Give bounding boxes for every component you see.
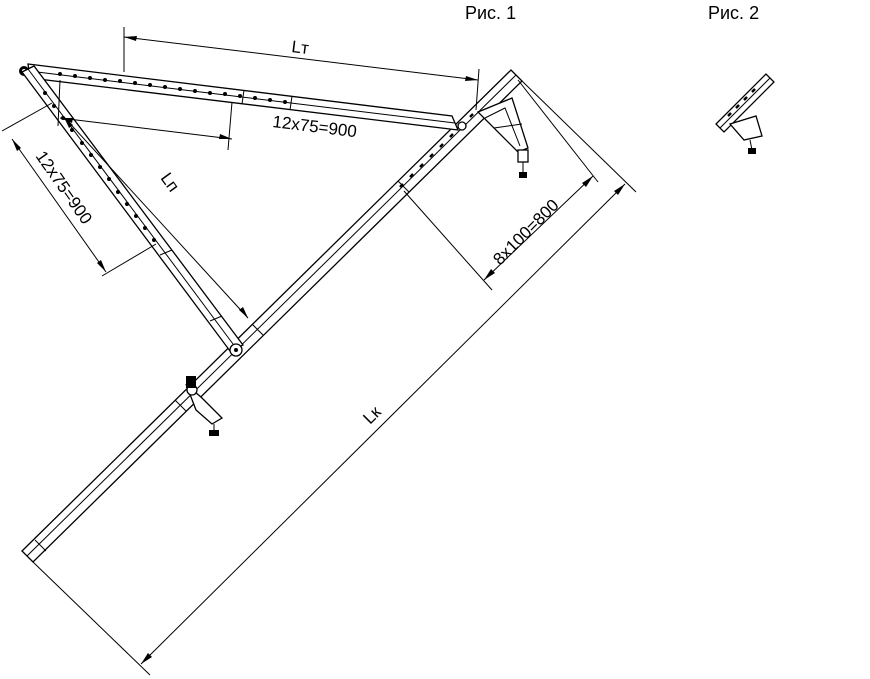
top-arm — [19, 63, 467, 131]
label-left-pitch: 12х75=900 — [32, 147, 96, 227]
label-lt: Lт — [291, 37, 311, 58]
label-lp: Lп — [157, 169, 183, 195]
figure-1-caption: Рис. 1 — [465, 3, 516, 23]
dimension-lk: Lк — [32, 80, 637, 676]
figure-2-caption: Рис. 2 — [708, 3, 759, 23]
top-arm-perforations — [58, 72, 287, 104]
label-lk: Lк — [359, 402, 385, 428]
dimension-lt: Lт — [123, 27, 480, 111]
figure-2-detail — [715, 73, 775, 154]
label-right-pitch: 8х100=800 — [489, 196, 562, 269]
left-arm-perforations — [43, 91, 156, 242]
lower-bracket — [185, 376, 224, 436]
left-arm — [21, 65, 245, 357]
upper-bracket — [476, 97, 529, 178]
main-beam — [21, 69, 523, 563]
